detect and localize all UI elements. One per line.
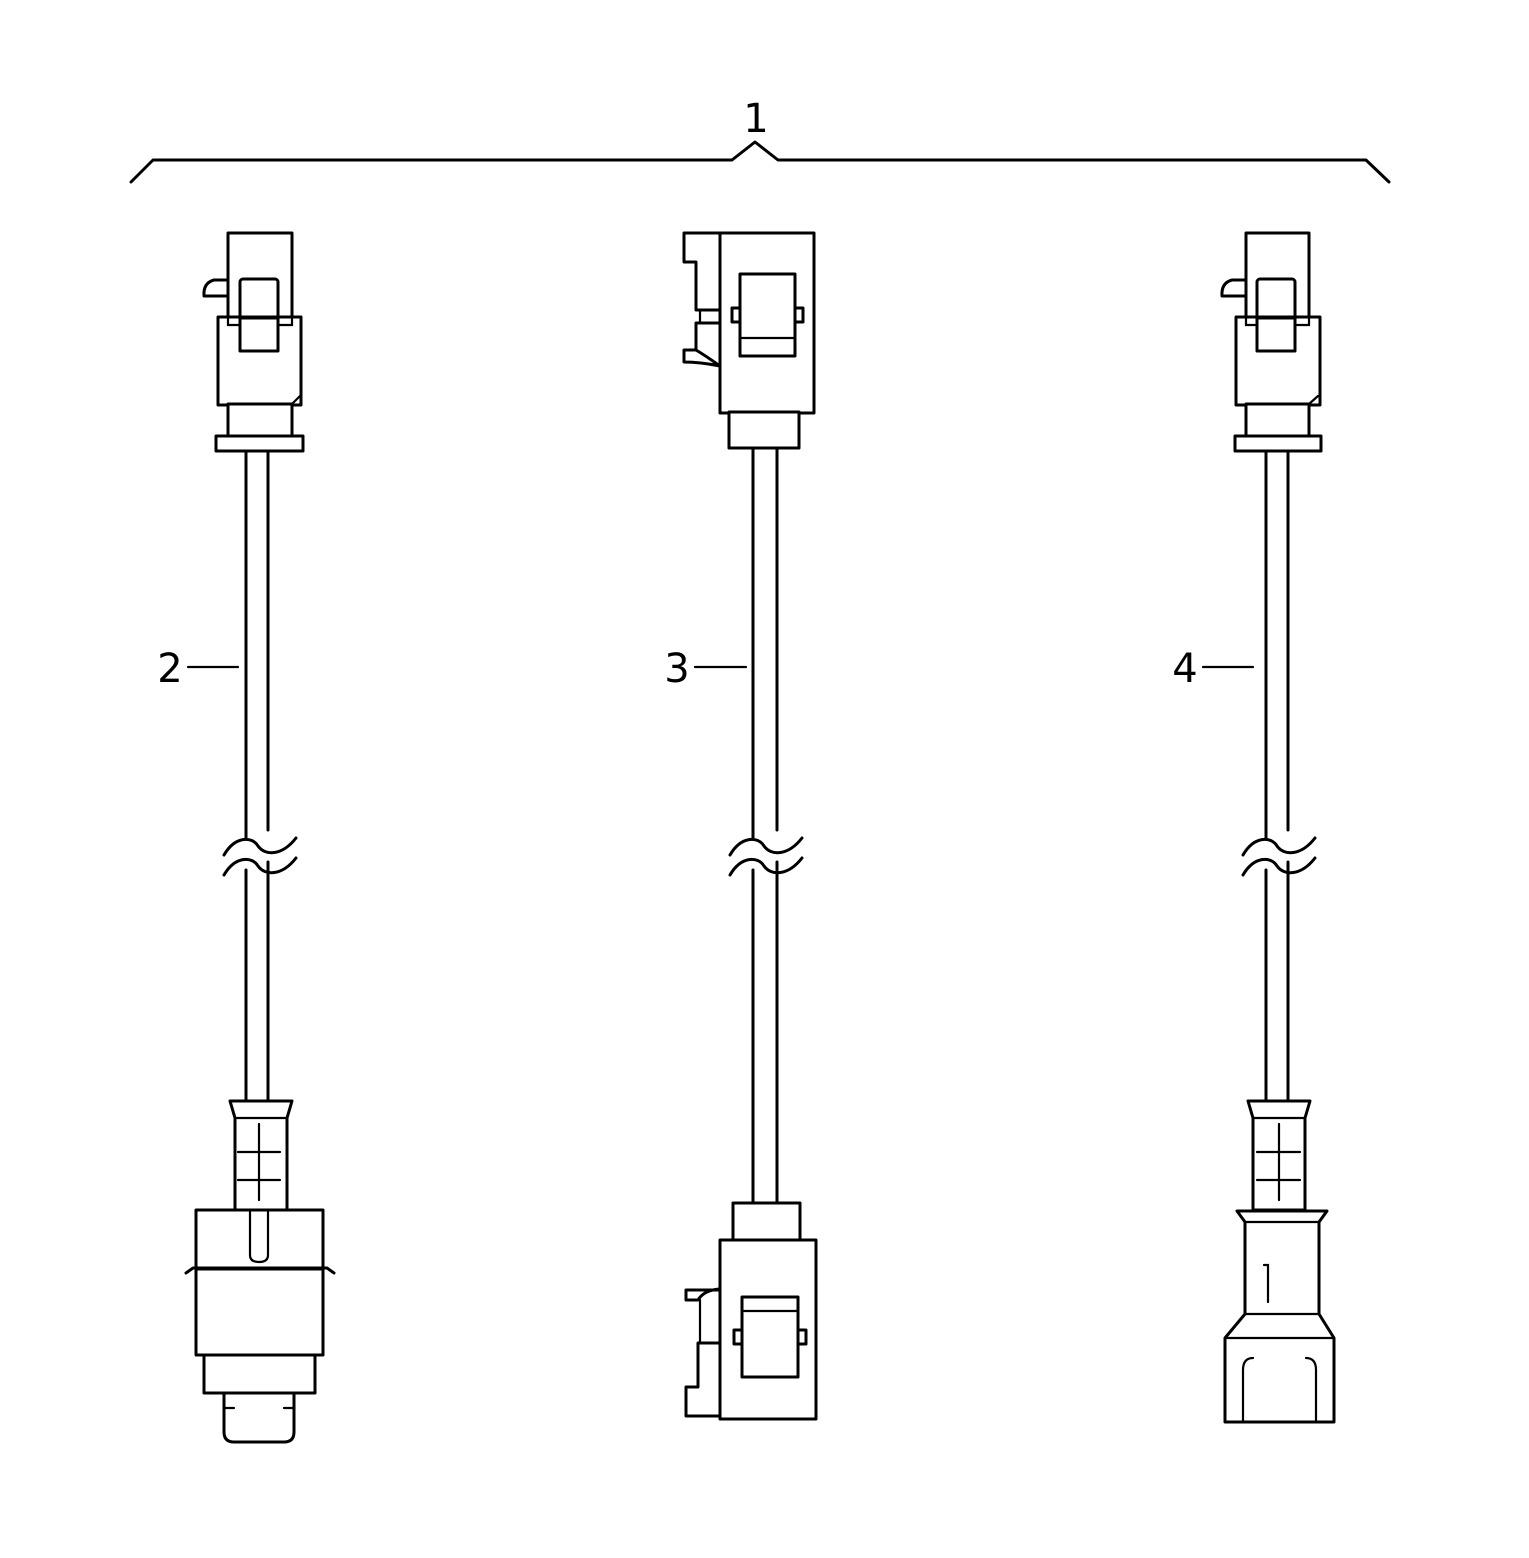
- part-3-cable: [728, 446, 804, 1205]
- part-3-callout: 3: [664, 646, 748, 692]
- part-2-top-connector: [202, 231, 305, 453]
- part-2-callout-label: 2: [157, 646, 182, 692]
- part-4-callout-label: 4: [1172, 646, 1197, 692]
- assembly-callout-label: 1: [743, 96, 768, 142]
- part-3-callout-label: 3: [664, 646, 689, 692]
- part-4-callout: 4: [1172, 646, 1255, 692]
- part-3-top-connector: [682, 231, 816, 450]
- part-2-callout: 2: [157, 646, 240, 692]
- part-4-bottom-connector: [1223, 1099, 1336, 1424]
- part-4-top-connector: [1220, 231, 1323, 453]
- cable-part-2: 2: [157, 231, 336, 1444]
- cable-part-4: 4: [1172, 231, 1336, 1424]
- part-4-cable: [1241, 449, 1317, 1102]
- part-2-cable: [222, 449, 298, 1102]
- part-3-bottom-connector: [684, 1201, 818, 1421]
- assembly-brace: [129, 140, 1391, 184]
- part-2-bottom-connector: [184, 1099, 336, 1444]
- cable-part-3: 3: [664, 231, 818, 1421]
